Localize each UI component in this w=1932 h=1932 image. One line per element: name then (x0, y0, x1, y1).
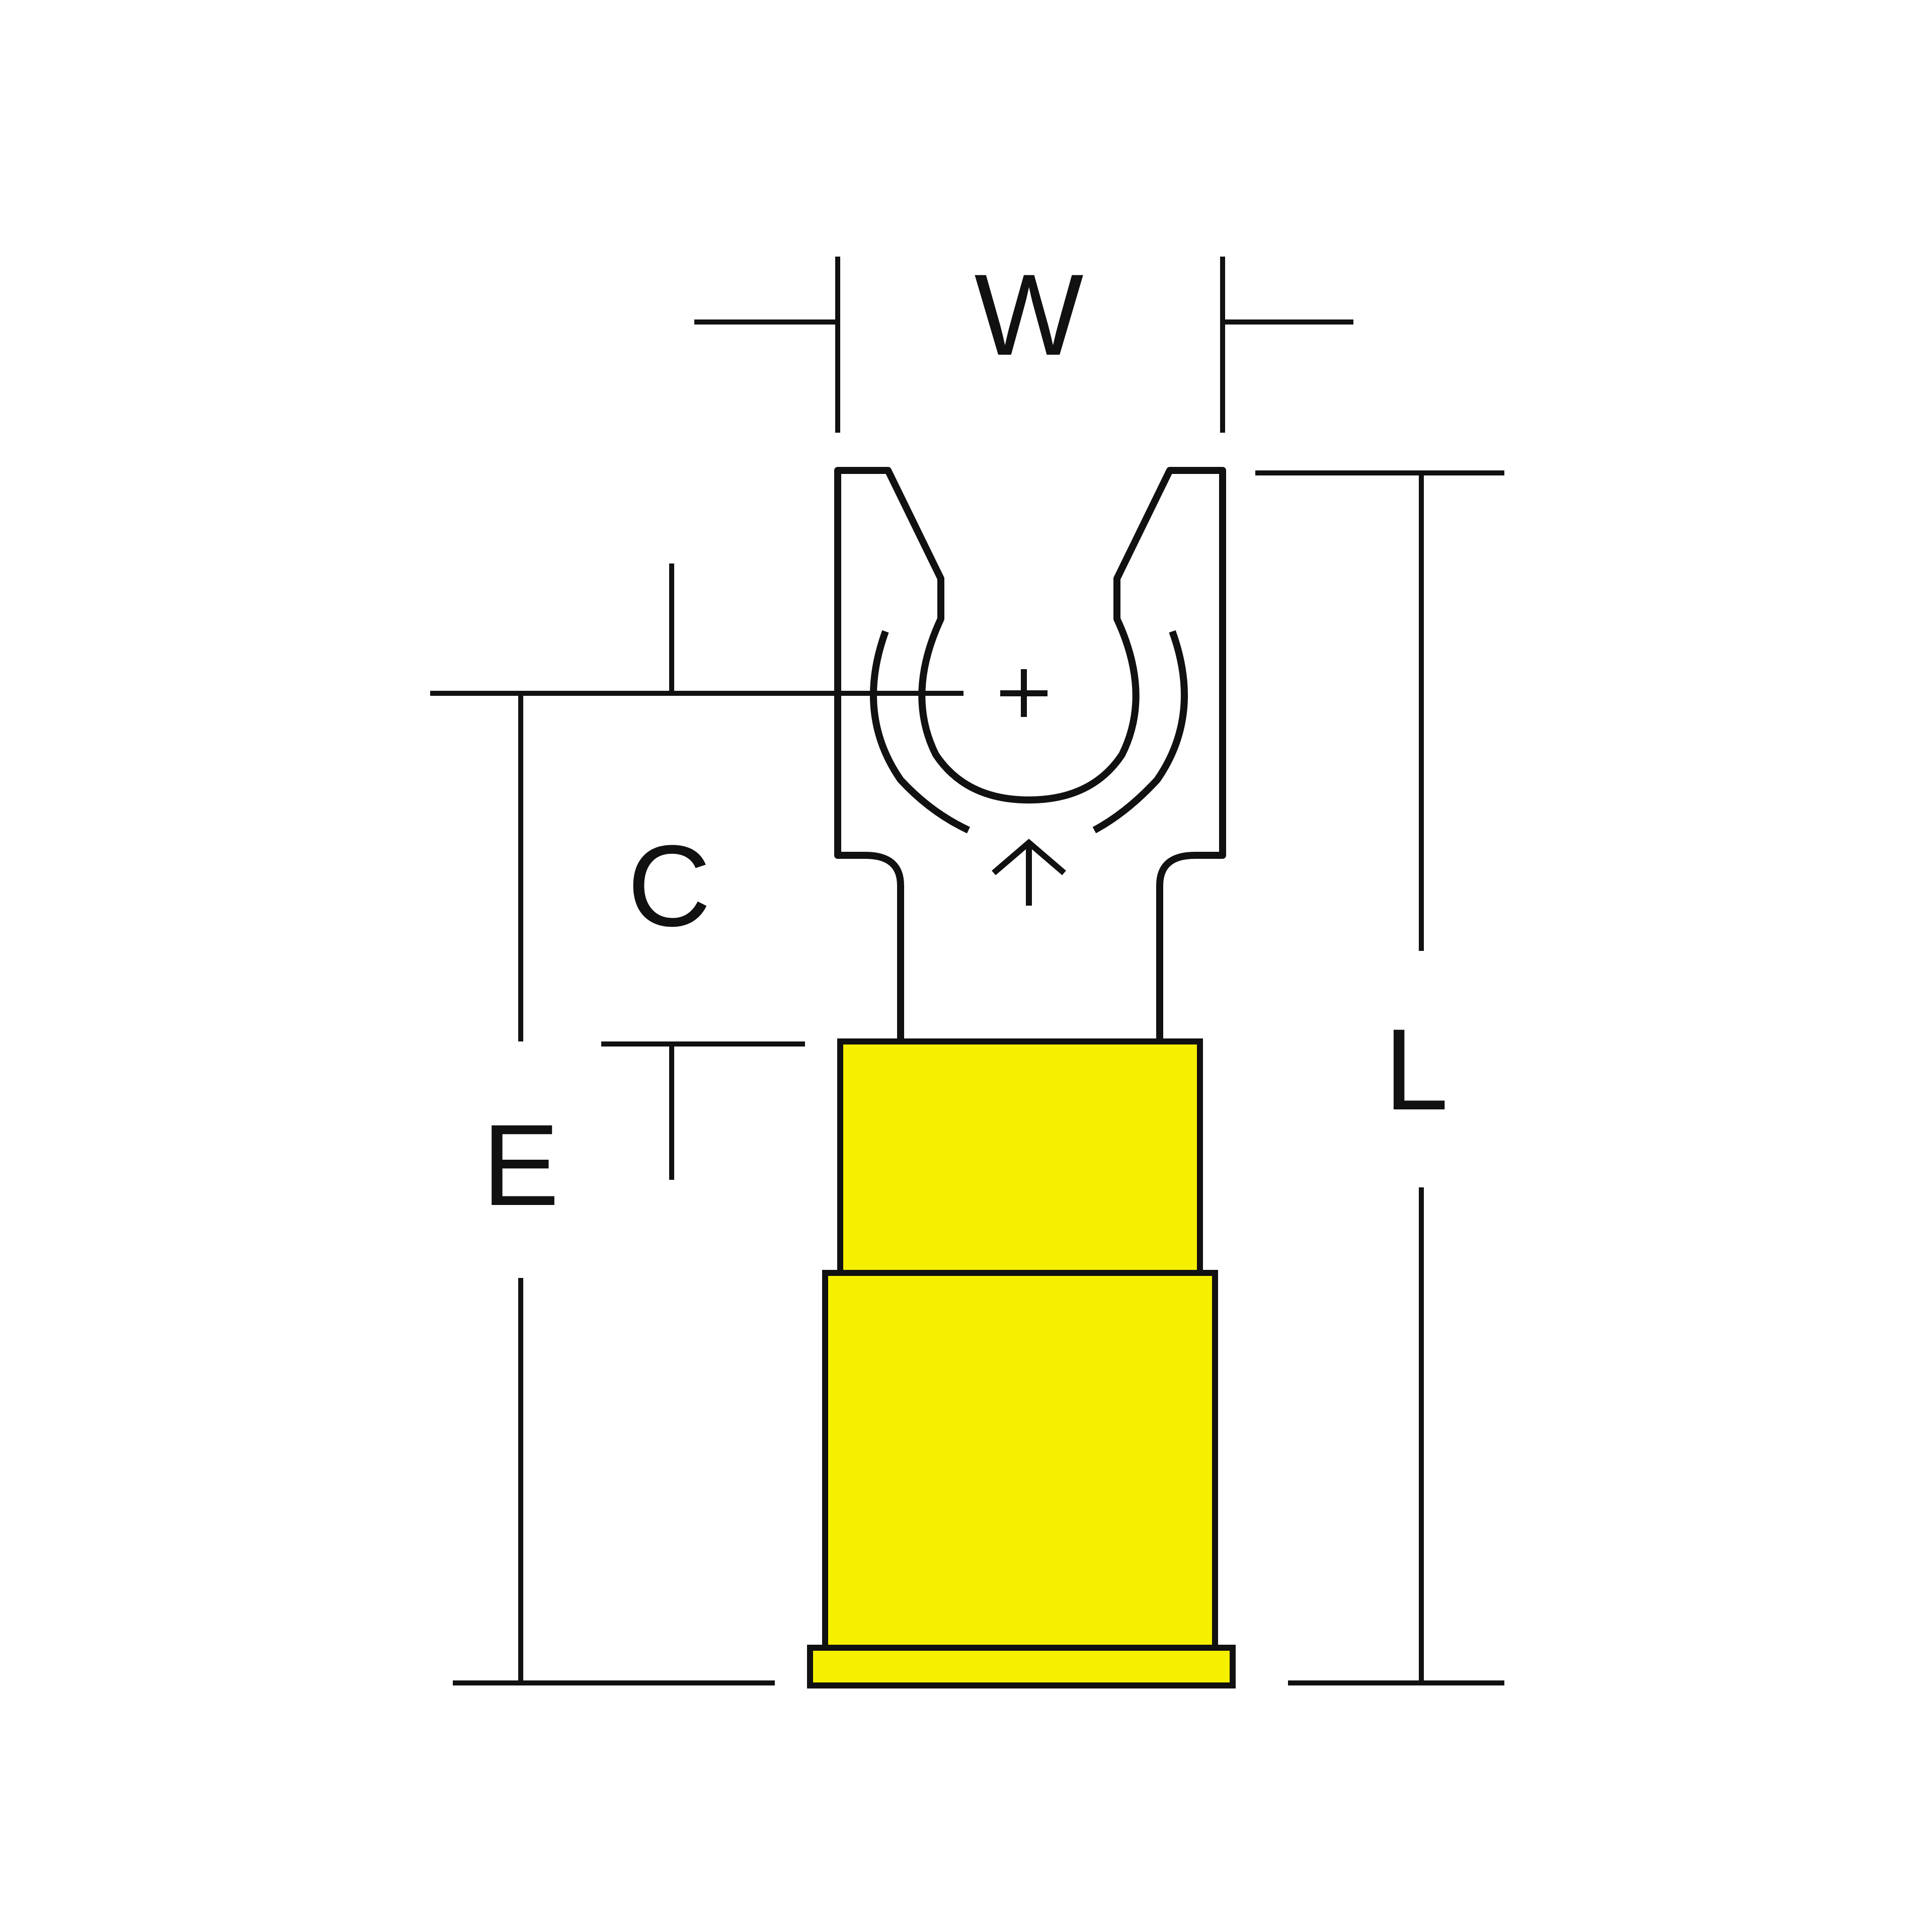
right-arc-line (1092, 630, 1188, 834)
label-e: E (482, 1100, 559, 1230)
spade-outline (834, 467, 1226, 1041)
dimension-c (601, 564, 805, 1180)
sleeve-upper (837, 1038, 1203, 1276)
center-mark (1000, 669, 1048, 717)
insulation-sleeve (807, 1038, 1236, 1688)
left-arc-line (870, 630, 970, 834)
label-c: C (627, 821, 711, 950)
sleeve-flange (807, 1645, 1236, 1688)
label-l: L (1384, 1005, 1448, 1134)
spade-tongue (834, 467, 1226, 1041)
stud-contact-arrow (992, 839, 1066, 906)
dimension-w (694, 257, 1353, 433)
dimension-l (1255, 470, 1504, 1685)
dimension-e (453, 696, 775, 1685)
sleeve-lower (822, 1270, 1218, 1653)
label-w: W (974, 250, 1083, 379)
